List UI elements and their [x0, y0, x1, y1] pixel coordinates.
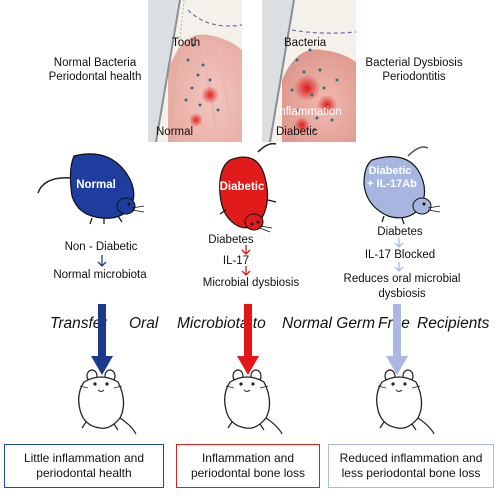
blocked-mouse-label-line1: Diabetic — [369, 165, 412, 177]
microbial-dysbiosis-text: Microbial dysbiosis — [202, 277, 300, 289]
middle-big-arrow — [237, 304, 259, 375]
normal-caption: Normal Bacteria Periodontal health — [40, 56, 150, 84]
blocked-mouse: Diabetic + IL-17Ab — [363, 146, 441, 225]
recipient-mouse-right — [376, 369, 435, 435]
diabetic-mouse: Diabetic — [219, 142, 277, 233]
tooth-label: Tooth — [172, 37, 200, 49]
bacteria-label: Bacteria — [284, 37, 327, 49]
diabetes-text-right: Diabetes — [377, 226, 423, 238]
reduces-dysbiosis-line1: Reduces oral microbial — [343, 273, 461, 285]
non-diabetic-text: Non - Diabetic — [64, 241, 138, 253]
left-small-arrow — [97, 255, 107, 267]
transfer-word-6: Recipients — [417, 315, 490, 332]
inflammation-label: Inflammation — [276, 106, 342, 118]
normal-caption-line2: Periodontal health — [48, 71, 142, 83]
transfer-word-2: Oral — [129, 315, 159, 332]
recipient-mouse-left — [78, 369, 137, 435]
outcome-box-right: Reduced inflammation and less periodonta… — [328, 444, 494, 488]
normal-mouse: Normal — [37, 153, 145, 225]
outcome-box-left: Little inflammation and periodontal heal… — [4, 444, 164, 488]
right-arrow-1 — [394, 238, 404, 248]
il17-text: IL-17 — [222, 255, 250, 267]
transfer-word-1: Transfer — [50, 315, 107, 332]
middle-arrow-2 — [241, 266, 251, 276]
normal-caption-line1: Normal Bacteria — [53, 57, 137, 69]
outcome-middle-line2: periodontal bone loss — [190, 466, 306, 480]
outcome-right-line1: Reduced inflammation and — [339, 451, 483, 465]
diabetic-gum-illustration: Bacteria Inflammation Diabetic — [262, 0, 356, 142]
recipient-mouse-middle — [224, 369, 283, 435]
diabetic-state-label: Diabetic — [276, 126, 318, 138]
dysbiosis-caption-line1: Bacterial Dysbiosis — [365, 57, 463, 69]
reduces-dysbiosis-line2: dysbiosis — [378, 288, 426, 300]
diabetes-text-middle: Diabetes — [208, 234, 254, 246]
right-big-arrow — [386, 304, 408, 375]
normal-microbiota-text: Normal microbiota — [53, 269, 147, 281]
outcome-middle-line1: Inflammation and — [201, 451, 295, 465]
outcome-left-line1: Little inflammation and — [23, 451, 145, 465]
normal-gum-illustration: Tooth Normal — [148, 0, 242, 142]
transfer-word-4: Normal Germ — [282, 315, 376, 332]
dysbiosis-caption: Bacterial Dysbiosis Periodontitis — [355, 56, 473, 84]
outcome-right-line2: less periodontal bone loss — [341, 466, 481, 480]
il17-blocked-text: IL-17 Blocked — [364, 249, 436, 261]
left-big-arrow — [91, 304, 113, 375]
normal-mouse-label: Normal — [76, 179, 116, 191]
blocked-mouse-label-line2: + IL-17Ab — [367, 178, 417, 190]
outcome-box-middle: Inflammation and periodontal bone loss — [176, 444, 320, 488]
right-arrow-2 — [394, 262, 404, 272]
diabetic-mouse-label: Diabetic — [220, 181, 265, 193]
normal-state-label: Normal — [156, 126, 193, 138]
outcome-left-line2: periodontal health — [36, 466, 132, 480]
middle-arrow-1 — [241, 245, 251, 255]
dysbiosis-caption-line2: Periodontitis — [382, 71, 446, 83]
transfer-word-3: Microbiota to — [177, 315, 266, 332]
